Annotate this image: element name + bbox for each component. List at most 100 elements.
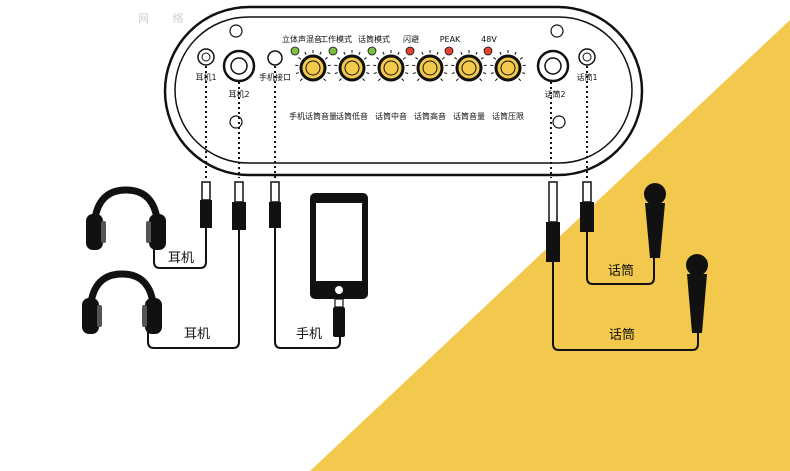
phone-screen-icon bbox=[316, 203, 362, 281]
led-red-icon bbox=[483, 46, 493, 56]
earcup-left-icon bbox=[86, 214, 103, 250]
white-corner bbox=[0, 0, 20, 150]
plug-body-icon bbox=[333, 307, 345, 337]
knob-tick bbox=[363, 57, 367, 60]
knob-icon bbox=[490, 50, 526, 82]
plug-body-icon bbox=[580, 202, 594, 232]
headphone1-jack-icon bbox=[197, 48, 215, 66]
headphone2-jack-inner-icon bbox=[230, 57, 248, 75]
knob-tick bbox=[343, 51, 346, 55]
knob-tick bbox=[376, 57, 380, 60]
cable-phone bbox=[274, 228, 341, 349]
knob-tick bbox=[440, 78, 444, 82]
knob-icon bbox=[295, 50, 331, 82]
cable-mic-top bbox=[586, 232, 655, 285]
knob-tick bbox=[454, 57, 458, 60]
knob-tick bbox=[334, 72, 338, 75]
knob-tick bbox=[324, 57, 328, 60]
knob-tick bbox=[362, 78, 366, 82]
cables bbox=[147, 228, 699, 351]
headband-inner-icon bbox=[99, 197, 153, 233]
phone-home-button-icon bbox=[335, 286, 343, 294]
knob-tick bbox=[490, 72, 494, 75]
knob-tick bbox=[323, 78, 327, 82]
knob-tick bbox=[475, 51, 478, 55]
knob-tick bbox=[451, 72, 455, 75]
plug-tip-icon bbox=[548, 181, 558, 223]
device-inner-panel bbox=[174, 16, 633, 164]
indicator-label: 立体声混音 bbox=[282, 34, 322, 44]
knob-inner bbox=[461, 60, 477, 76]
knob-tick bbox=[436, 51, 439, 55]
cable-mic-bottom bbox=[552, 262, 699, 351]
knob-tick bbox=[441, 57, 445, 60]
plug-tip-icon bbox=[582, 181, 592, 203]
mic-handle-icon bbox=[687, 274, 707, 333]
microphone-top-icon bbox=[644, 183, 666, 258]
knob-tick bbox=[401, 78, 405, 82]
knob-tick bbox=[494, 78, 498, 82]
knob-tick bbox=[299, 78, 303, 82]
knob-label: 话筒中音 bbox=[375, 111, 407, 121]
cable-label-mic-top: 话筒 bbox=[608, 263, 634, 279]
knob-inner bbox=[305, 60, 321, 76]
indicator-label: 工作模式 bbox=[320, 34, 352, 44]
dotted-guides bbox=[205, 66, 588, 178]
knob-tick bbox=[298, 57, 302, 60]
cable-headphone-top bbox=[153, 228, 207, 269]
knob-inner bbox=[422, 60, 438, 76]
plug-tip-icon bbox=[270, 181, 280, 203]
indicator-label: 闪避 bbox=[403, 34, 419, 44]
earpad-icon bbox=[142, 305, 147, 327]
mic-handle-icon bbox=[645, 203, 665, 258]
earpad-icon bbox=[97, 305, 102, 327]
knob-icon bbox=[373, 50, 409, 82]
indicator-label: 话筒模式 bbox=[358, 34, 390, 44]
cable-label-headphone-bottom: 耳机 bbox=[184, 327, 210, 342]
knob-tick bbox=[397, 51, 400, 55]
knob-tick bbox=[402, 57, 406, 60]
plug-headphone-bottom bbox=[232, 181, 246, 230]
headband-icon bbox=[90, 186, 162, 236]
led-green-icon bbox=[367, 46, 377, 56]
plug-mic-bottom bbox=[546, 181, 560, 262]
indicator-label: PEAK bbox=[440, 35, 461, 44]
led-red-icon bbox=[444, 46, 454, 56]
headphone2-jack-icon bbox=[222, 49, 256, 83]
headband-inner-icon bbox=[95, 281, 149, 317]
mic2-jack-inner-icon bbox=[544, 57, 562, 75]
knob-tick bbox=[338, 78, 342, 82]
knob-row bbox=[295, 50, 526, 82]
knob-tick bbox=[499, 51, 502, 55]
cable-headphone-bottom bbox=[147, 228, 240, 349]
knob-inner bbox=[500, 60, 516, 76]
knob-inner bbox=[383, 60, 399, 76]
knob-tick bbox=[493, 57, 497, 60]
port-mic2: 话筒2 bbox=[536, 24, 570, 99]
knob-label: 话筒高音 bbox=[414, 111, 446, 121]
mic1-jack-icon bbox=[578, 48, 596, 66]
knob-label: 话筒音量 bbox=[453, 111, 485, 121]
port-label-mic2: 话筒2 bbox=[544, 89, 565, 99]
earpad-icon bbox=[146, 221, 151, 243]
led-red-icon bbox=[405, 46, 415, 56]
knob-inner bbox=[344, 60, 360, 76]
plug-tip-icon bbox=[201, 181, 211, 201]
plug-mic-top bbox=[580, 181, 594, 232]
device-outer-shell bbox=[163, 5, 644, 177]
headband-icon bbox=[86, 270, 158, 320]
headphone1-jack-inner-icon bbox=[201, 52, 211, 62]
knob-tick bbox=[337, 57, 341, 60]
knob-tick bbox=[377, 78, 381, 82]
cable-label-mic-bottom: 话筒 bbox=[609, 327, 635, 343]
knob-tick bbox=[514, 51, 517, 55]
microphone-bottom-icon bbox=[686, 254, 708, 333]
knob-label: 话筒压限 bbox=[492, 111, 524, 121]
knob-tick bbox=[304, 51, 307, 55]
mic-head-icon bbox=[686, 254, 708, 276]
knob-tick bbox=[480, 57, 484, 60]
mic2-jack-icon bbox=[536, 49, 570, 83]
knob-label: 话筒低音 bbox=[336, 111, 368, 121]
knob-tick bbox=[415, 57, 419, 60]
headphones-bottom-icon bbox=[82, 270, 162, 334]
